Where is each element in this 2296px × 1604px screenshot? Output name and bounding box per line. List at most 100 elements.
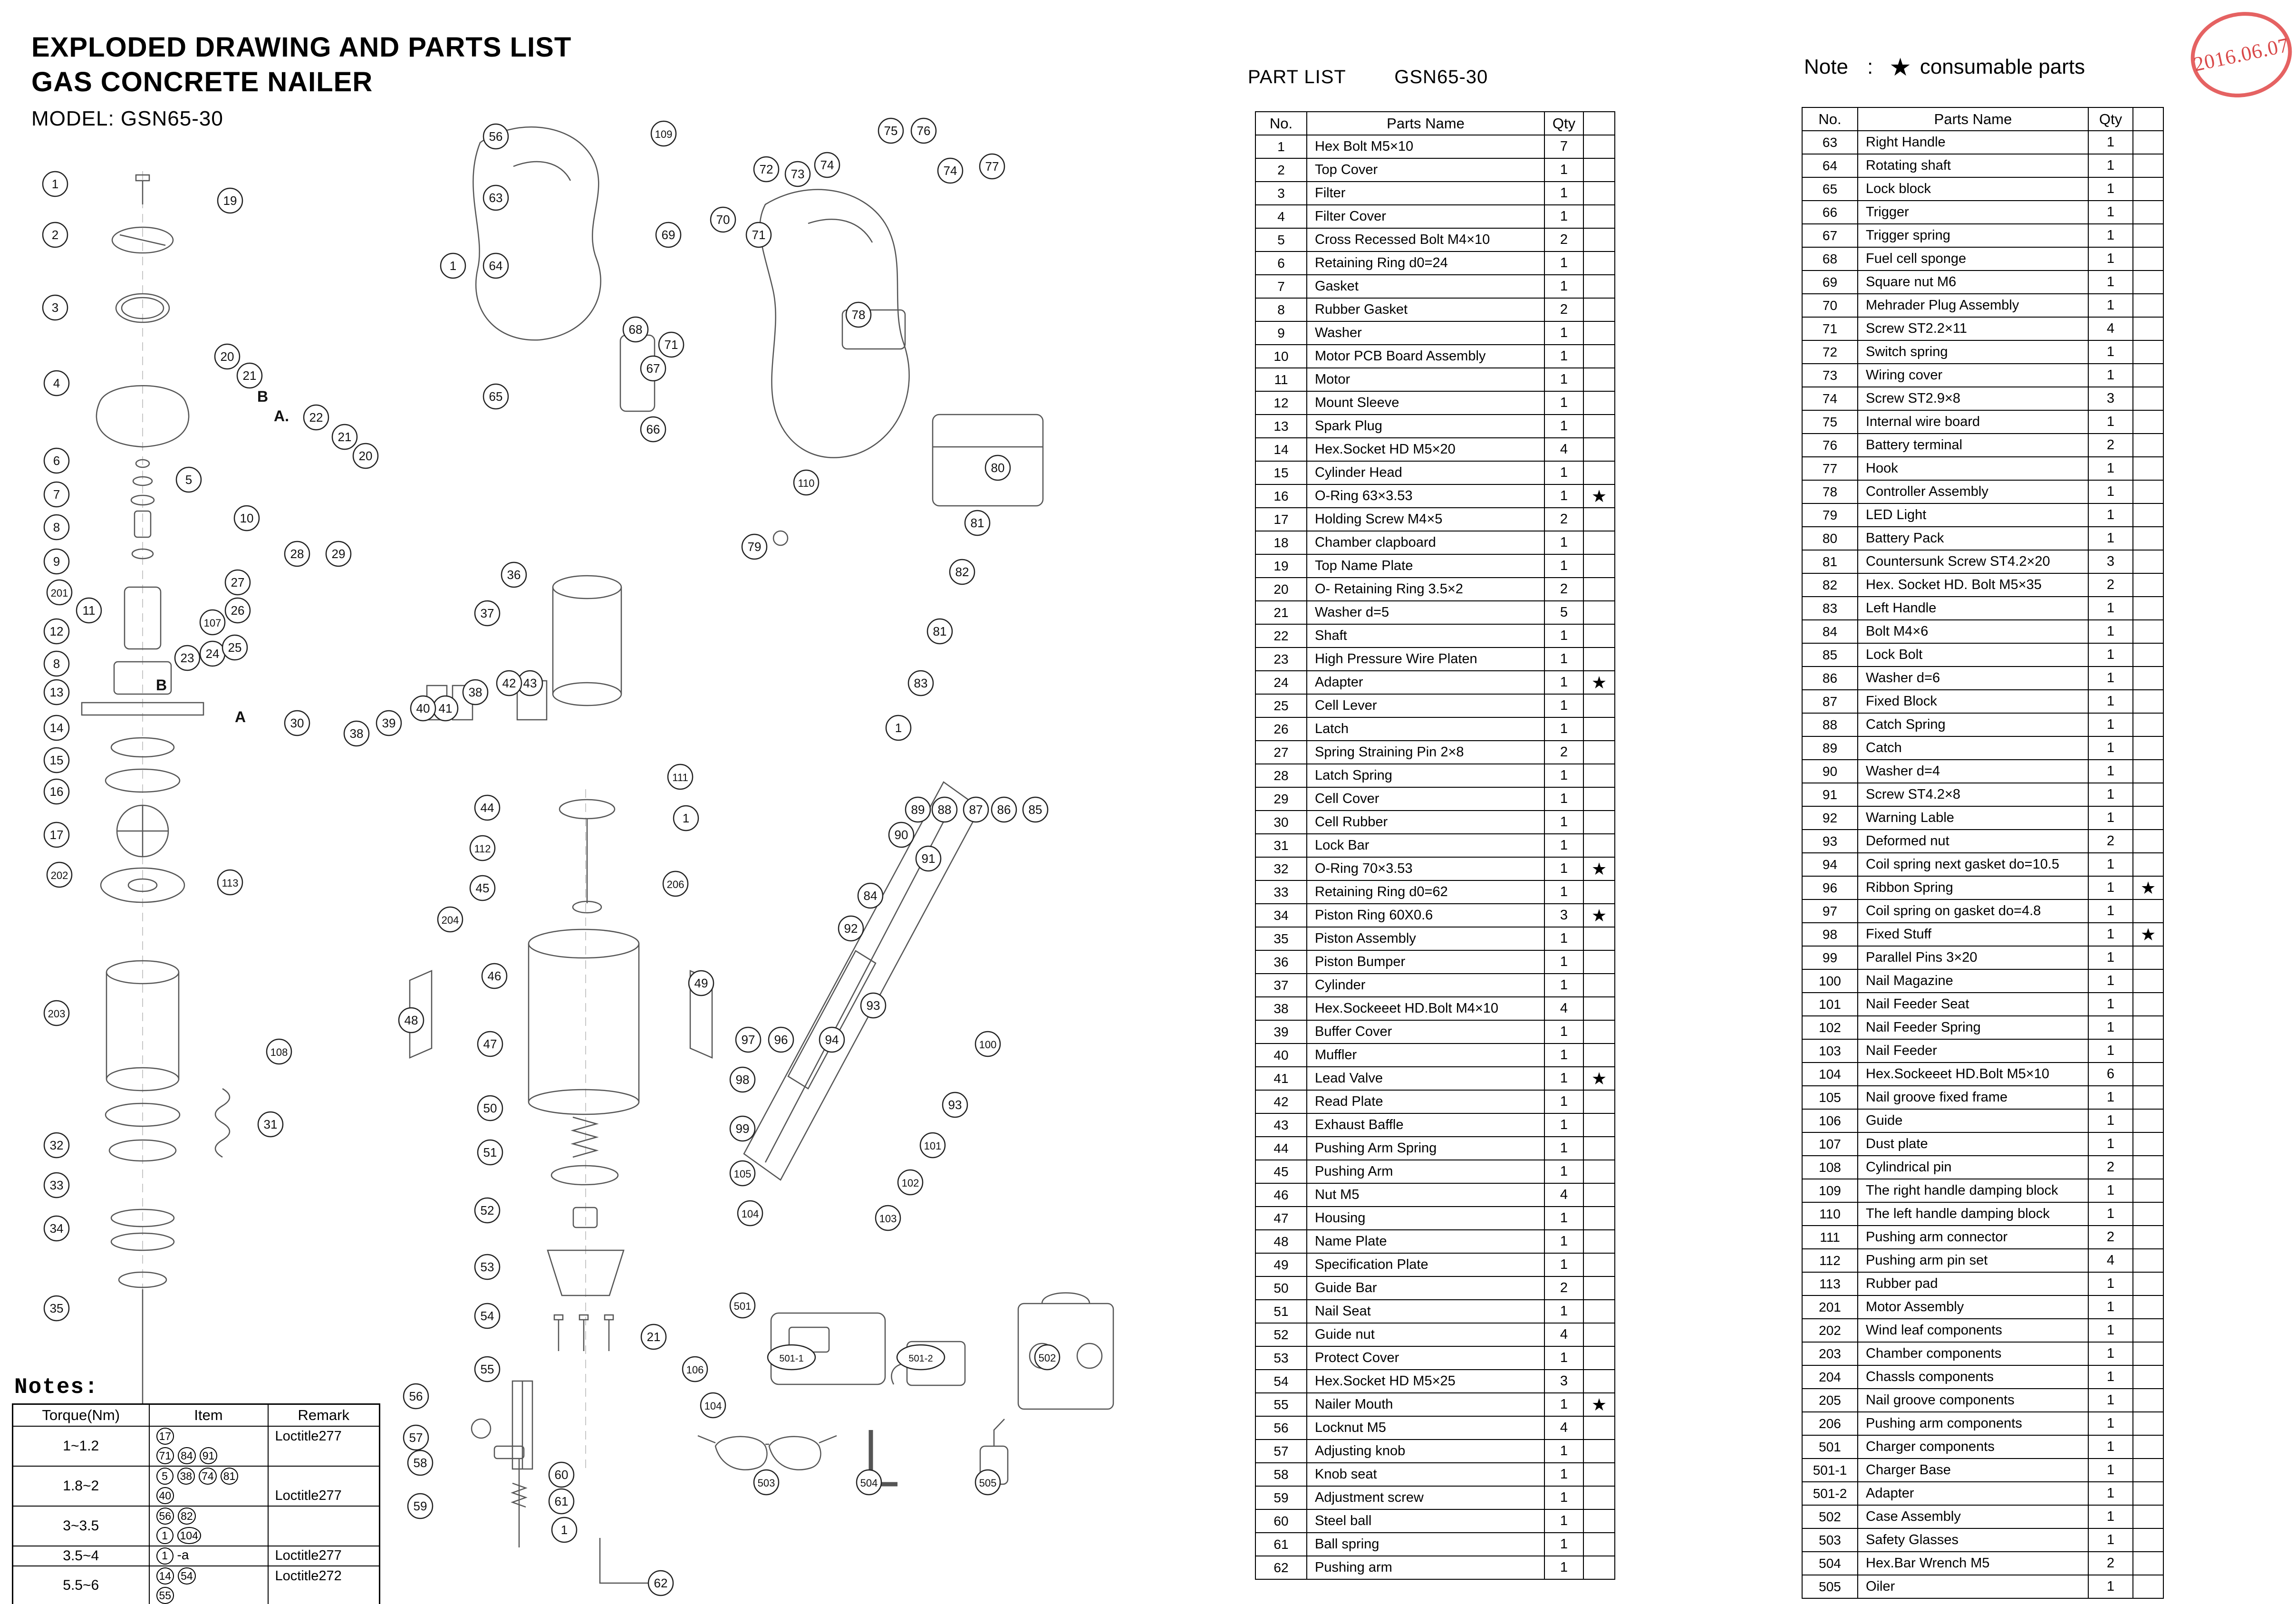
part-no: 505 <box>1802 1575 1858 1599</box>
callout-balloon-48: 48 <box>398 1007 424 1034</box>
svg-text:7: 7 <box>53 487 60 502</box>
svg-text:28: 28 <box>290 547 304 561</box>
part-qty: 1 <box>1544 787 1584 811</box>
part-qty: 5 <box>1544 600 1584 625</box>
part-no: 102 <box>1802 1015 1858 1040</box>
svg-text:53: 53 <box>481 1260 494 1274</box>
svg-text:71: 71 <box>752 228 766 242</box>
callout-balloon-59: 59 <box>407 1493 434 1519</box>
svg-text:98: 98 <box>736 1073 750 1087</box>
part-qty: 1 <box>1544 1253 1584 1277</box>
part-qty: 1 <box>1544 251 1584 275</box>
callout-balloon-75: 75 <box>878 117 904 144</box>
part-no: 34 <box>1255 903 1307 928</box>
part-consumable-star <box>2132 270 2164 294</box>
part-no: 105 <box>1802 1085 1858 1110</box>
torque-value: 5.5~6 <box>12 1565 150 1604</box>
part-qty: 1 <box>1544 484 1584 508</box>
part-name: Rubber pad <box>1857 1272 2089 1296</box>
svg-text:38: 38 <box>469 685 482 699</box>
part-consumable-star <box>2132 666 2164 690</box>
part-no: 17 <box>1255 507 1307 531</box>
part-no: 203 <box>1802 1342 1858 1366</box>
part-name: Charger components <box>1857 1435 2089 1459</box>
svg-text:49: 49 <box>695 976 708 990</box>
part-consumable-star <box>2132 573 2164 597</box>
callout-balloon-98: 98 <box>729 1066 756 1093</box>
svg-text:504: 504 <box>860 1477 878 1489</box>
svg-text:104: 104 <box>704 1400 722 1412</box>
part-name: Rubber Gasket <box>1306 298 1545 322</box>
part-name: Pushing arm <box>1306 1556 1545 1580</box>
svg-text:82: 82 <box>955 565 969 579</box>
part-no: 73 <box>1802 363 1858 387</box>
svg-text:48: 48 <box>405 1013 418 1027</box>
part-no: 13 <box>1255 414 1307 438</box>
part-name: Adjustment screw <box>1306 1486 1545 1510</box>
part-consumable-star <box>2132 596 2164 620</box>
part-name: Knob seat <box>1306 1462 1545 1487</box>
callout-balloon-39: 39 <box>376 710 402 736</box>
column-header <box>2132 107 2164 131</box>
svg-text:501: 501 <box>734 1300 752 1312</box>
part-name: Trigger spring <box>1857 223 2089 248</box>
svg-text:103: 103 <box>879 1213 897 1225</box>
part-qty: 1 <box>2088 1411 2133 1436</box>
part-name: Pushing Arm Spring <box>1306 1136 1545 1160</box>
svg-text:43: 43 <box>523 676 537 690</box>
part-name: Nail Magazine <box>1857 969 2089 993</box>
part-qty: 3 <box>1544 903 1584 928</box>
callout-balloon-87: 87 <box>963 796 989 823</box>
part-no: 104 <box>1802 1062 1858 1086</box>
part-qty: 1 <box>1544 1462 1584 1487</box>
svg-text:15: 15 <box>50 753 64 767</box>
callout-balloon-57: 57 <box>403 1424 429 1451</box>
part-name: Cell Cover <box>1306 787 1545 811</box>
svg-text:104: 104 <box>742 1208 759 1220</box>
part-name: Internal wire board <box>1857 410 2089 434</box>
circled-item-number: 54 <box>178 1567 196 1585</box>
svg-text:99: 99 <box>736 1121 750 1136</box>
callout-balloon-1: 1 <box>42 171 68 197</box>
part-no: 41 <box>1255 1066 1307 1091</box>
part-no: 29 <box>1255 787 1307 811</box>
part-qty: 1 <box>2088 596 2133 620</box>
callout-balloon-113: 113 <box>217 869 243 896</box>
part-no: 84 <box>1802 619 1858 644</box>
letter-label-B: B <box>257 388 268 405</box>
part-qty: 1 <box>1544 763 1584 788</box>
svg-text:56: 56 <box>409 1389 423 1403</box>
part-no: 48 <box>1255 1229 1307 1254</box>
part-consumable-star <box>2132 1179 2164 1203</box>
part-consumable-star <box>2132 1575 2164 1599</box>
part-name: Lock block <box>1857 177 2089 201</box>
part-qty: 1 <box>2088 503 2133 527</box>
part-consumable-star <box>1583 344 1615 368</box>
part-qty: 1 <box>1544 624 1584 648</box>
torque-value: 1.8~2 <box>12 1465 150 1507</box>
part-name: Locknut M5 <box>1306 1416 1545 1440</box>
part-qty: 1 <box>2088 689 2133 714</box>
part-name: Right Handle <box>1857 130 2089 155</box>
part-name: Cell Lever <box>1306 694 1545 718</box>
callout-balloon-8: 8 <box>43 650 70 677</box>
callout-balloon-111: 111 <box>667 763 694 790</box>
part-consumable-star <box>2132 293 2164 318</box>
part-consumable-star <box>2132 736 2164 760</box>
part-consumable-star <box>2132 317 2164 341</box>
part-qty: 1 <box>2088 806 2133 830</box>
part-qty: 1 <box>1544 274 1584 299</box>
column-header: Torque(Nm) <box>12 1403 150 1427</box>
part-consumable-star <box>2132 1318 2164 1343</box>
part-consumable-star <box>2132 1528 2164 1552</box>
